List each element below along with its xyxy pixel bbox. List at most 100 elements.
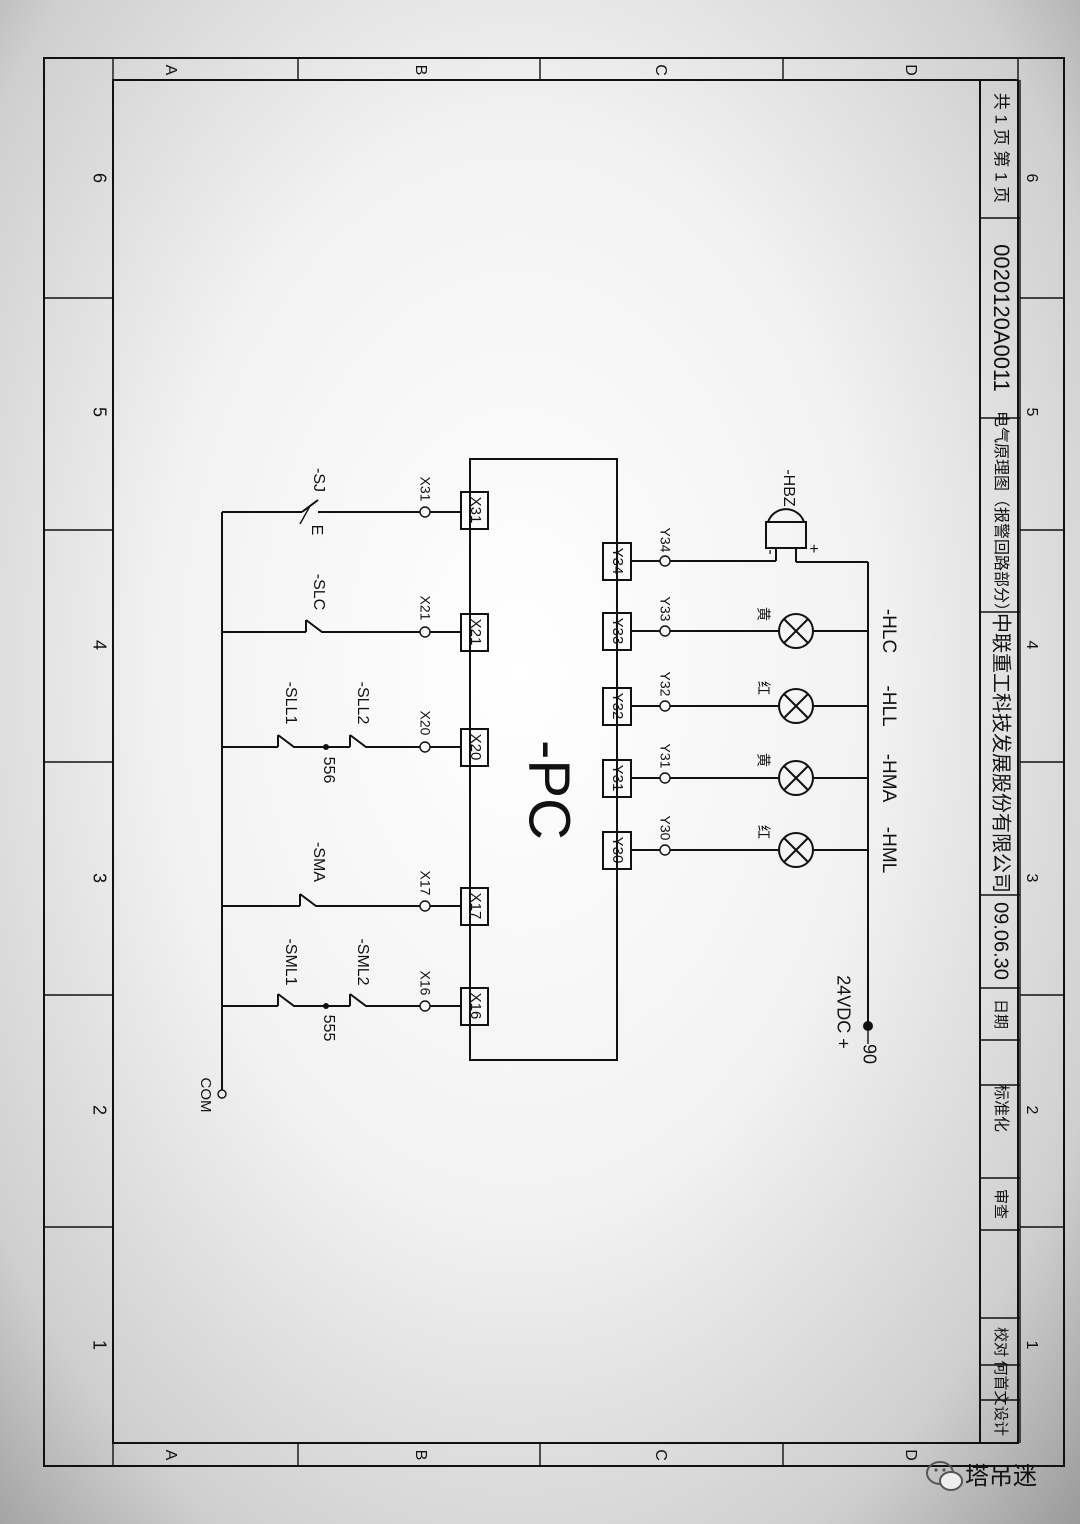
svg-text:X31: X31: [467, 497, 484, 524]
power-label: 24VDC +: [833, 975, 853, 1049]
tb-date-label: 日期: [992, 999, 1009, 1029]
row-right-4: 4: [1023, 641, 1040, 650]
svg-text:Y33: Y33: [609, 618, 626, 645]
lamp-hml-tag: -HML: [878, 827, 899, 873]
buzzer-minus: -: [762, 549, 779, 554]
lamp-rung-y33: [631, 625, 868, 637]
row-right-1: 1: [1023, 1341, 1040, 1350]
junction-556: [323, 744, 329, 750]
row-left-1: 1: [89, 1340, 109, 1350]
tb-drawing-title: 电气原理图（报警回路部分）: [992, 411, 1010, 619]
svg-text:Y31: Y31: [609, 765, 626, 792]
col-top-D: D: [902, 64, 919, 76]
col-bottom-D: D: [902, 1449, 919, 1461]
label-sml2: -SML2: [354, 938, 371, 985]
lamp-rung-y30: [631, 844, 868, 856]
lamp-hll-icon: [778, 688, 814, 724]
svg-text:Y30: Y30: [609, 837, 626, 864]
tb-design-label: 设计: [992, 1406, 1009, 1436]
chat-logo-icon: [926, 1461, 963, 1491]
com-label: COM: [197, 1078, 214, 1113]
input-terminal-x16: X16: [460, 987, 489, 1026]
rung-x20: [222, 734, 461, 753]
rung-x16: [222, 993, 461, 1012]
label-sml1: -SML1: [282, 938, 299, 985]
input-terminal-x31: X31: [460, 491, 489, 530]
row-left-5: 5: [89, 407, 109, 417]
tb-drawing-no: 0020120A0011: [989, 244, 1014, 392]
buzzer-rung-y34: [631, 548, 868, 567]
row-right-5: 5: [1023, 408, 1040, 417]
com-terminal: [217, 1089, 227, 1099]
label-sll2: -SLL2: [354, 682, 371, 725]
label-wire-y34: Y34: [657, 528, 673, 553]
label-wire-x20: X20: [417, 711, 433, 736]
watermark: 塔吊迷: [926, 1461, 1037, 1491]
lamp-hml-color: 红: [755, 825, 771, 839]
svg-text:X17: X17: [467, 893, 484, 920]
lamp-rung-y31: [631, 772, 868, 784]
lamp-hll-tag: -HLL: [878, 685, 899, 726]
power-terminal: [863, 1021, 873, 1031]
plc-label: -PC: [517, 740, 582, 840]
label-wire-y32: Y32: [657, 672, 673, 697]
col-top-C: C: [652, 64, 669, 76]
watermark-text: 塔吊迷: [965, 1463, 1037, 1490]
svg-text:X21: X21: [467, 619, 484, 646]
tb-proofread: 校对: [992, 1327, 1009, 1357]
lamp-hma-icon: [778, 760, 814, 796]
row-right-3: 3: [1023, 874, 1040, 883]
input-terminal-x20: X20: [460, 728, 489, 767]
rung-x17: [222, 893, 461, 912]
buzzer-hbz-icon: [765, 508, 807, 549]
row-left-6: 6: [89, 173, 109, 183]
col-bottom-B: B: [412, 1450, 429, 1461]
lamp-hlc-color: 黄: [755, 607, 771, 621]
buzzer-tag: -HBZ: [780, 469, 797, 507]
input-terminal-x17: X17: [460, 887, 489, 926]
label-wire-555: 555: [320, 1015, 337, 1042]
lamp-rung-y32: [631, 700, 868, 712]
label-slc: -SLC: [310, 574, 327, 610]
tb-review: 审查: [992, 1189, 1009, 1219]
label-wire-y30: Y30: [657, 816, 673, 841]
tb-standardization: 标准化: [992, 1084, 1010, 1132]
power-wire-label: 90: [859, 1044, 879, 1064]
svg-text:Y34: Y34: [609, 548, 626, 575]
lamp-hll-color: 红: [755, 681, 771, 695]
svg-text:Y32: Y32: [609, 693, 626, 720]
col-bottom-A: A: [162, 1450, 179, 1461]
row-right-2: 2: [1023, 1106, 1040, 1115]
label-wire-y31: Y31: [657, 744, 673, 769]
rung-x21: [222, 619, 461, 638]
label-wire-y33: Y33: [657, 597, 673, 622]
row-left-2: 2: [89, 1105, 109, 1115]
label-wire-x31: X31: [417, 477, 433, 502]
junction-555: [323, 1003, 329, 1009]
input-terminal-x21: X21: [460, 613, 489, 652]
label-sj-e: E: [308, 525, 325, 536]
lamp-hma-tag: -HMA: [878, 754, 899, 803]
label-sma: -SMA: [310, 842, 327, 882]
label-wire-556: 556: [320, 757, 337, 784]
rung-x31: [222, 499, 461, 525]
lamp-hlc-tag: -HLC: [878, 609, 899, 653]
label-sll1: -SLL1: [282, 682, 299, 725]
lamp-hma-color: 黄: [755, 753, 771, 767]
label-sj: -SJ: [310, 468, 327, 492]
lamp-hlc-icon: [778, 613, 814, 649]
row-right-6: 6: [1023, 174, 1040, 183]
label-wire-x17: X17: [417, 871, 433, 896]
buzzer-plus: +: [809, 541, 818, 558]
row-left-4: 4: [89, 640, 109, 650]
tb-page-count: 共 1 页 第 1 页: [992, 93, 1011, 204]
svg-text:X20: X20: [467, 734, 484, 761]
row-left-3: 3: [89, 873, 109, 883]
label-wire-x16: X16: [417, 971, 433, 996]
col-top-B: B: [412, 65, 429, 76]
label-wire-x21: X21: [417, 596, 433, 621]
tb-designer: 何首文: [992, 1360, 1009, 1405]
tb-company: 中联重工科技发展股份有限公司: [990, 613, 1013, 893]
col-top-A: A: [162, 65, 179, 76]
